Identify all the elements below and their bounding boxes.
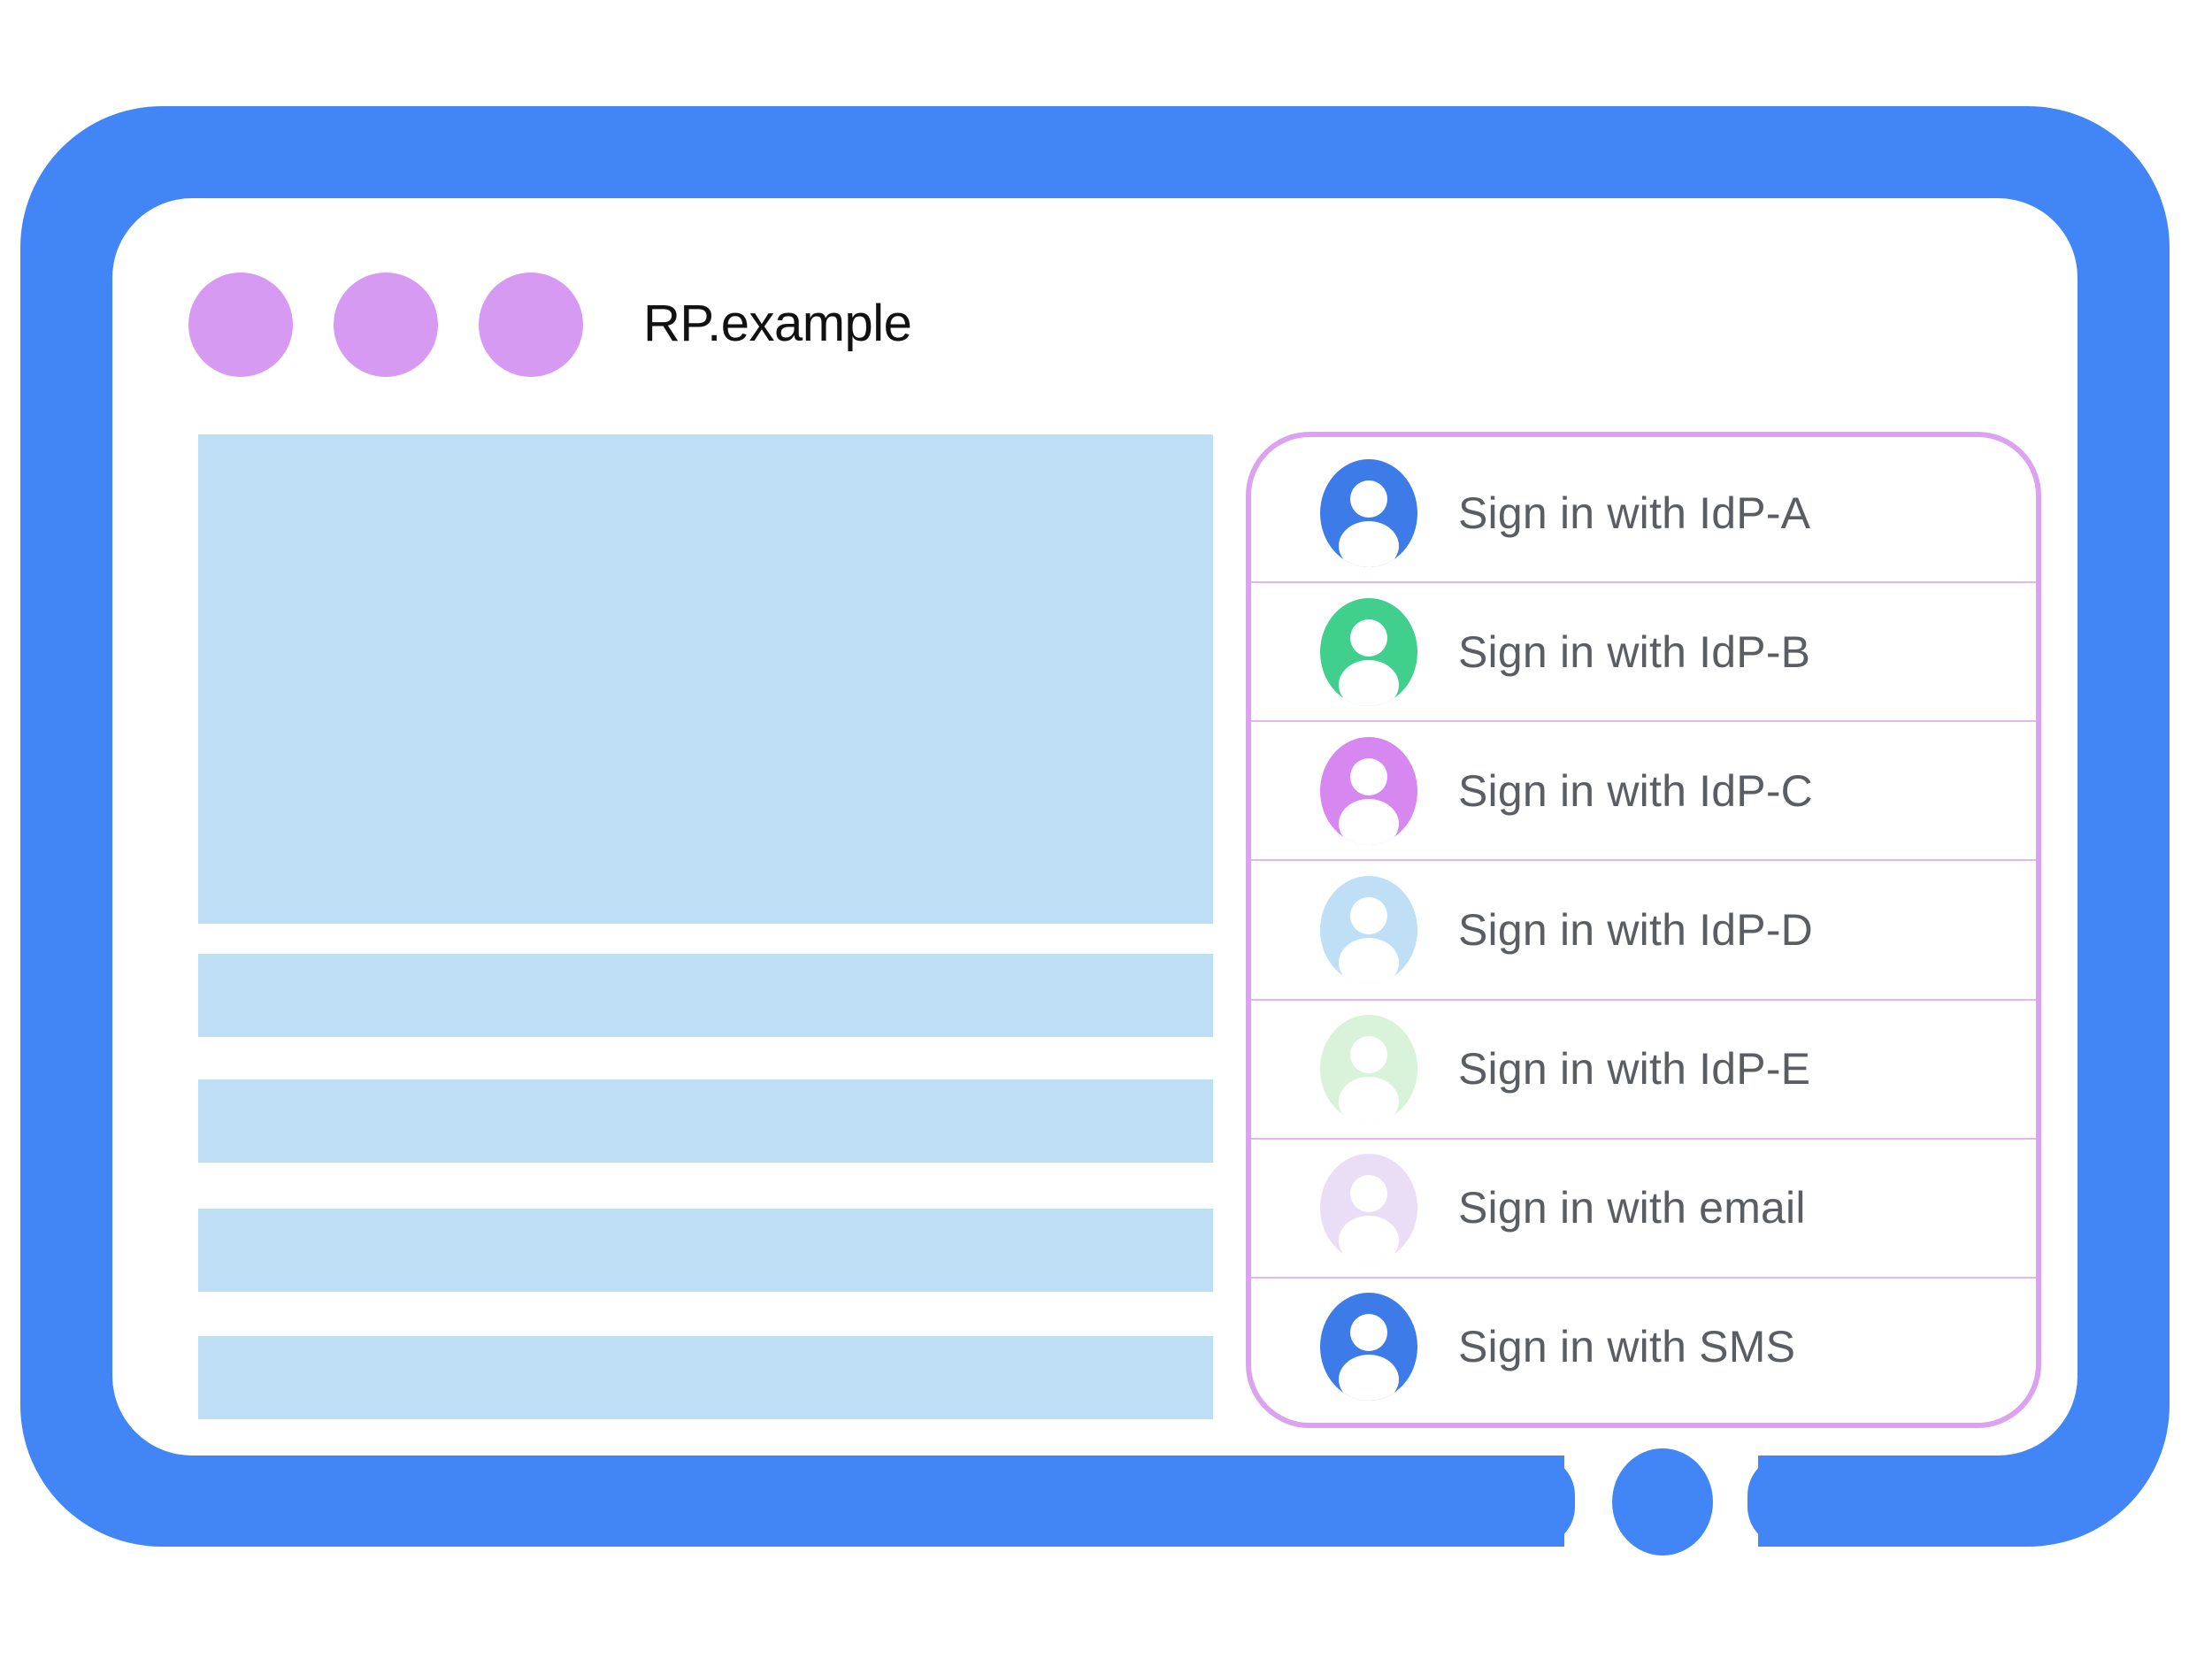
signin-option-sign-in-with-idp-c[interactable]: Sign in with IdP-C bbox=[1251, 722, 2036, 862]
bottom-bar-left-cap bbox=[1495, 1455, 1575, 1547]
person-avatar-icon bbox=[1320, 597, 1417, 706]
person-avatar-icon bbox=[1320, 875, 1417, 984]
home-button[interactable] bbox=[1612, 1448, 1713, 1555]
signin-option-sign-in-with-idp-d[interactable]: Sign in with IdP-D bbox=[1251, 861, 2036, 1001]
person-avatar-icon bbox=[1320, 458, 1417, 567]
person-avatar-icon bbox=[1320, 1154, 1417, 1263]
signin-label: Sign in with IdP-B bbox=[1458, 626, 1811, 677]
signin-label: Sign in with email bbox=[1458, 1183, 1806, 1233]
skeleton-text-bar-2 bbox=[198, 1079, 1213, 1163]
skeleton-text-bar-1 bbox=[198, 954, 1213, 1037]
skeleton-hero-block bbox=[198, 434, 1213, 924]
signin-option-sign-in-with-idp-b[interactable]: Sign in with IdP-B bbox=[1251, 583, 2036, 723]
signin-label: Sign in with IdP-C bbox=[1458, 765, 1813, 816]
signin-label: Sign in with IdP-D bbox=[1458, 904, 1813, 955]
skeleton-text-bar-3 bbox=[198, 1209, 1213, 1292]
person-avatar-icon bbox=[1320, 1015, 1417, 1124]
window-control-dot-1[interactable] bbox=[188, 273, 293, 377]
window-control-dot-2[interactable] bbox=[334, 273, 438, 377]
signin-option-sign-in-with-email[interactable]: Sign in with email bbox=[1251, 1140, 2036, 1279]
signin-label: Sign in with IdP-A bbox=[1458, 488, 1811, 538]
skeleton-text-bar-4 bbox=[198, 1336, 1213, 1419]
signin-option-sign-in-with-idp-a[interactable]: Sign in with IdP-A bbox=[1251, 444, 2036, 584]
window-title: RP.example bbox=[643, 295, 912, 352]
signin-option-sign-in-with-sms[interactable]: Sign in with SMS bbox=[1251, 1279, 2036, 1416]
signin-label: Sign in with IdP-E bbox=[1458, 1044, 1811, 1094]
window-control-dot-3[interactable] bbox=[479, 273, 583, 377]
bottom-bar-right-cap bbox=[1747, 1455, 1827, 1547]
signin-label: Sign in with SMS bbox=[1458, 1322, 1796, 1372]
person-avatar-icon bbox=[1320, 1293, 1417, 1402]
signin-option-sign-in-with-idp-e[interactable]: Sign in with IdP-E bbox=[1251, 1001, 2036, 1140]
signin-panel: Sign in with IdP-A Sign in with IdP-B Sign… bbox=[1246, 432, 2041, 1428]
person-avatar-icon bbox=[1320, 736, 1417, 845]
